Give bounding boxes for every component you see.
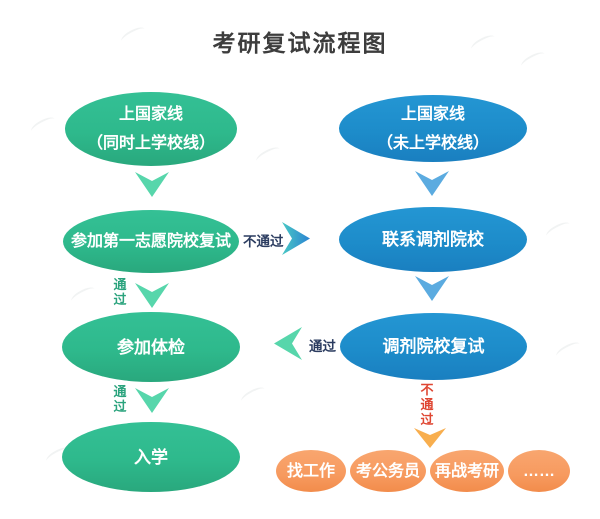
node-text: …… [523,462,555,480]
outcome-retake-exam: 再战考研 [430,450,504,492]
watermark-mark [29,114,57,136]
node-text: （未上学校线） [376,134,489,152]
watermark-mark [544,219,572,241]
node-first-choice-school-retest: 参加第一志愿院校复试 [63,210,239,273]
arrow-down-icon [415,276,449,306]
node-text: （同时上学校线） [86,135,215,152]
outcome-find-job: 找工作 [276,450,346,492]
edge-label-fail: 不通过 [420,382,434,427]
node-passed-national-and-school-line: 上国家线 （同时上学校线） [65,92,237,166]
node-text: 联系调剂院校 [382,230,484,249]
node-text: 找工作 [286,462,335,480]
node-passed-national-not-school-line: 上国家线 （未上学校线） [339,95,527,162]
arrow-down-icon [135,388,169,418]
node-text: 参加第一志愿院校复试 [70,233,231,250]
arrow-down-icon [415,171,449,201]
node-text: 入学 [134,447,168,467]
outcome-civil-service-exam: 考公务员 [350,450,426,492]
edge-label-pass: 通过 [113,277,127,307]
edge-label-pass: 通过 [309,339,336,354]
arrow-right-icon [282,222,310,260]
watermark-mark [69,284,97,306]
page-title: 考研复试流程图 [212,30,388,56]
node-text: 考公务员 [355,462,420,480]
arrow-down-icon [414,428,446,453]
watermark-mark [239,384,267,406]
arrow-down-icon [135,172,169,202]
node-contact-transfer-schools: 联系调剂院校 [339,207,527,272]
arrow-down-icon [135,283,169,313]
node-physical-exam: 参加体检 [62,312,240,382]
node-text: 上国家线 [400,105,465,123]
watermark-mark [554,339,582,361]
node-text: 调剂院校复试 [382,337,485,356]
watermark-mark [254,144,282,166]
node-text: 参加体检 [117,337,185,357]
outcome-ellipsis: …… [508,450,570,492]
arrow-left-icon [274,327,302,365]
node-enrollment: 入学 [62,422,240,492]
node-text: 再战考研 [434,462,499,480]
edge-label-fail: 不通过 [243,234,284,249]
edge-label-pass: 通过 [113,384,127,414]
node-transfer-school-retest: 调剂院校复试 [340,313,527,380]
node-text: 上国家线 [118,106,183,123]
